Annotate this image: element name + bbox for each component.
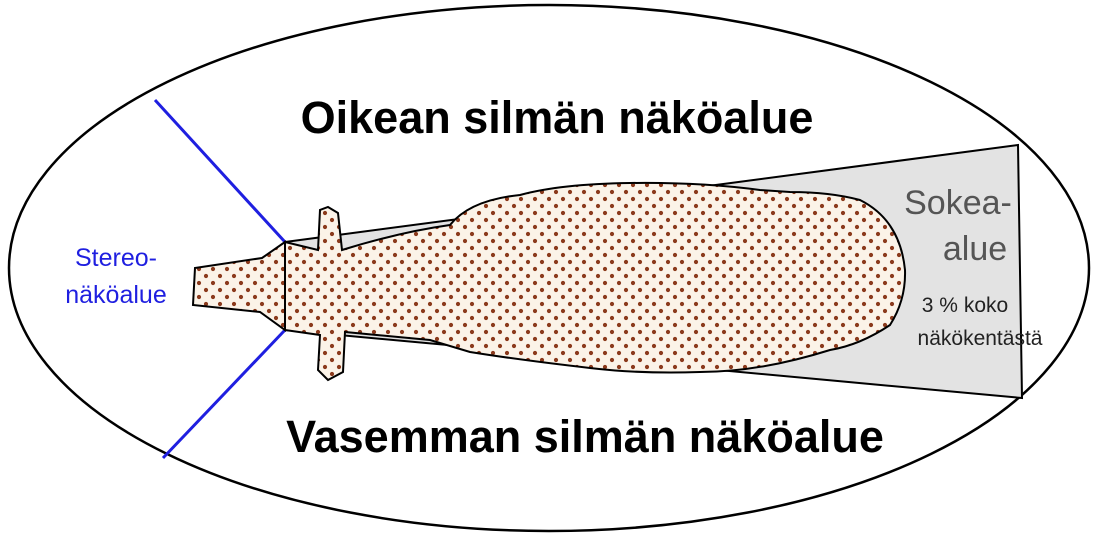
blind-area-label-line2: alue [943, 230, 1007, 268]
stereo-label-line2: näköalue [65, 281, 166, 309]
blind-area-label-line1: Sokea- [904, 184, 1012, 222]
blind-note-line2: näkökentästä [918, 327, 1043, 350]
blind-note-line1: 3 % koko [922, 294, 1008, 317]
stereo-label-line1: Stereo- [75, 244, 157, 272]
right-eye-field-label: Oikean silmän näköalue [301, 92, 814, 143]
left-eye-field-label: Vasemman silmän näköalue [286, 411, 884, 462]
